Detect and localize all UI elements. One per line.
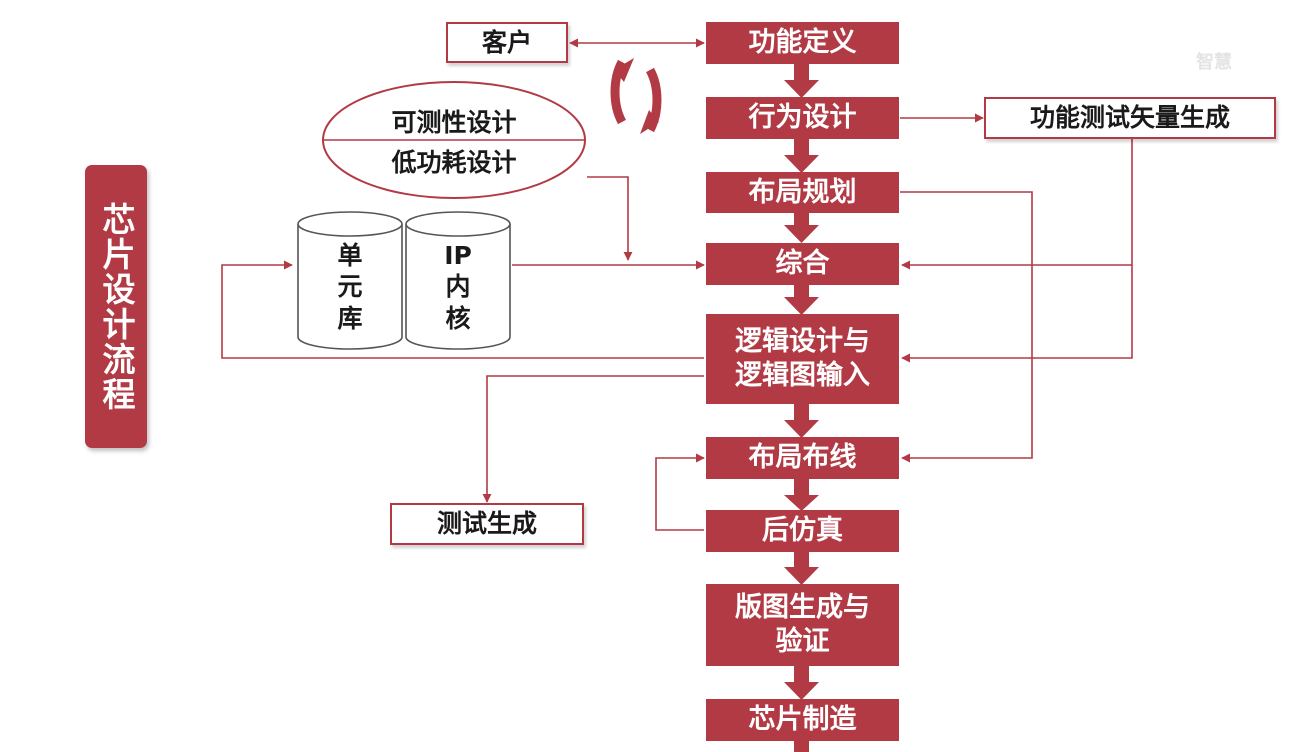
design-ellipse-shape <box>322 81 586 199</box>
dft-design-label: 可测性设计 <box>391 108 517 137</box>
test-generation-box: 测试生成 <box>390 503 584 545</box>
flow-step-floor-planning: 布局规划 <box>706 172 899 213</box>
flow-step-chip-fabrication: 芯片制造 <box>706 699 899 741</box>
refresh-cycle-arrowheads <box>614 58 659 134</box>
cell-library-char-2: 元 <box>337 272 363 302</box>
connector-lines <box>221 38 1133 531</box>
diagram-title: 芯片设计流程 <box>85 165 147 448</box>
flow-step-post-simulation: 后仿真 <box>706 510 899 552</box>
cell-library-char-3: 库 <box>337 303 363 333</box>
main-flow-arrows <box>784 62 819 752</box>
flow-step-logic-design: 逻辑设计与 逻辑图输入 <box>706 314 899 404</box>
ip-core-label: IP 内 核 <box>408 240 508 334</box>
watermark-logo: 智慧 <box>1196 52 1232 73</box>
cell-library-char-1: 单 <box>337 241 363 270</box>
ip-core-char-3: 核 <box>445 303 471 333</box>
flow-step-function-definition: 功能定义 <box>706 22 899 64</box>
flow-step-layout-verification: 版图生成与 验证 <box>706 584 899 666</box>
flow-step-place-route: 布局布线 <box>706 437 899 479</box>
ip-core-char-2: 内 <box>445 272 471 302</box>
test-vector-generation-box: 功能测试矢量生成 <box>984 97 1276 139</box>
cell-library-label: 单 元 库 <box>300 240 400 334</box>
customer-box: 客户 <box>446 22 568 63</box>
flow-step-synthesis: 综合 <box>706 243 899 285</box>
low-power-design-label: 低功耗设计 <box>391 148 517 177</box>
ip-core-cylinder-shape <box>405 211 511 350</box>
cell-library-cylinder-shape <box>297 211 403 350</box>
ip-core-char-1: IP <box>444 241 472 270</box>
flow-step-behavior-design: 行为设计 <box>706 97 899 139</box>
